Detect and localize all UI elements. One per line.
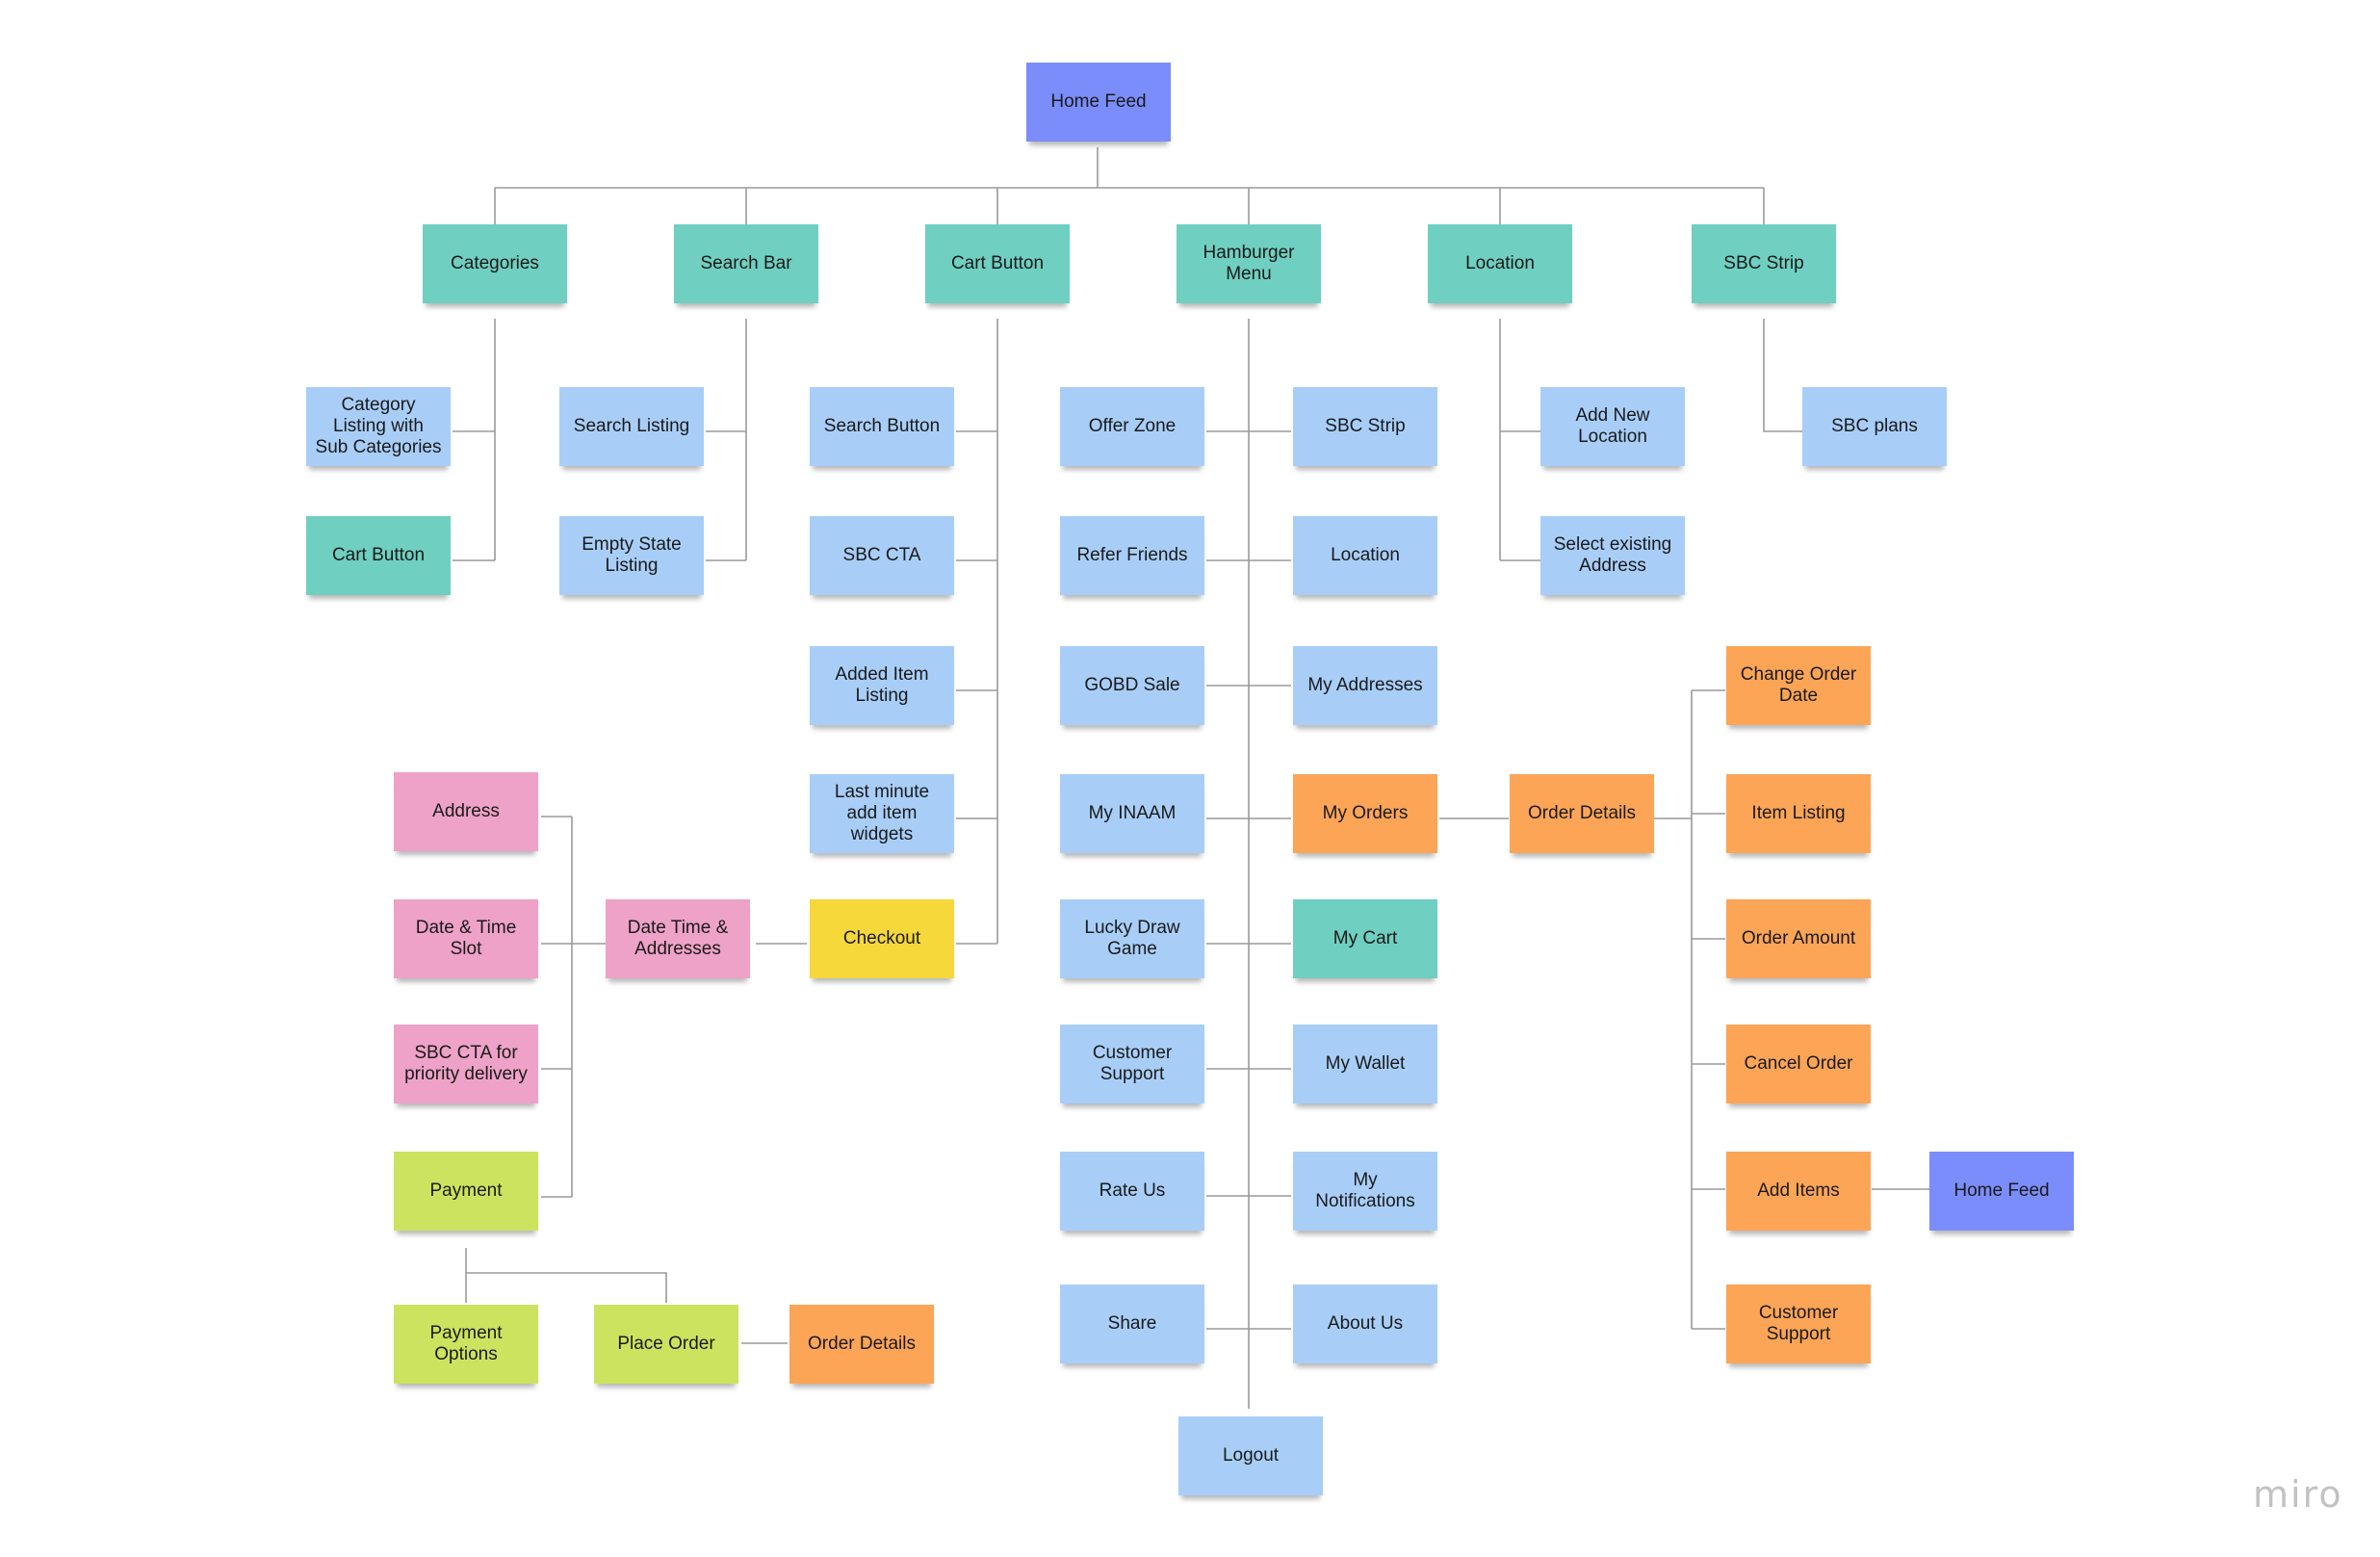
note-my-inaam[interactable]: My INAAM bbox=[1060, 774, 1204, 853]
note-logout[interactable]: Logout bbox=[1178, 1416, 1323, 1495]
note-sbc-strip[interactable]: SBC Strip bbox=[1692, 224, 1836, 303]
note-add-items-home-feed[interactable]: Home Feed bbox=[1929, 1152, 2074, 1231]
note-my-addresses[interactable]: My Addresses bbox=[1293, 646, 1437, 725]
note-empty-state-listing[interactable]: Empty State Listing bbox=[559, 516, 704, 595]
note-sbc-cta-priority[interactable]: SBC CTA for priority delivery bbox=[394, 1025, 538, 1103]
note-sbc-cta[interactable]: SBC CTA bbox=[810, 516, 954, 595]
note-select-existing-address[interactable]: Select existing Address bbox=[1540, 516, 1685, 595]
note-gobd-sale[interactable]: GOBD Sale bbox=[1060, 646, 1204, 725]
note-add-new-location[interactable]: Add New Location bbox=[1540, 387, 1685, 466]
note-rate-us[interactable]: Rate Us bbox=[1060, 1152, 1204, 1231]
note-checkout[interactable]: Checkout bbox=[810, 899, 954, 978]
note-change-order-date[interactable]: Change Order Date bbox=[1726, 646, 1871, 725]
miro-watermark: miro bbox=[2253, 1473, 2343, 1516]
note-search-listing[interactable]: Search Listing bbox=[559, 387, 704, 466]
note-checkout-order-details[interactable]: Order Details bbox=[789, 1305, 934, 1384]
note-last-minute-widgets[interactable]: Last minute add item widgets bbox=[810, 774, 954, 853]
note-date-time-slot[interactable]: Date & Time Slot bbox=[394, 899, 538, 978]
note-cancel-order[interactable]: Cancel Order bbox=[1726, 1025, 1871, 1103]
note-my-notifications[interactable]: My Notifications bbox=[1293, 1152, 1437, 1231]
note-cart-button[interactable]: Cart Button bbox=[925, 224, 1070, 303]
note-home-feed[interactable]: Home Feed bbox=[1026, 63, 1171, 142]
note-payment-options[interactable]: Payment Options bbox=[394, 1305, 538, 1384]
note-add-items[interactable]: Add Items bbox=[1726, 1152, 1871, 1231]
note-share[interactable]: Share bbox=[1060, 1285, 1204, 1363]
note-categories[interactable]: Categories bbox=[423, 224, 567, 303]
note-added-item-listing[interactable]: Added Item Listing bbox=[810, 646, 954, 725]
note-search-bar[interactable]: Search Bar bbox=[674, 224, 818, 303]
note-search-button[interactable]: Search Button bbox=[810, 387, 954, 466]
note-menu-location[interactable]: Location bbox=[1293, 516, 1437, 595]
note-sbc-plans[interactable]: SBC plans bbox=[1802, 387, 1947, 466]
note-date-time-addresses[interactable]: Date Time & Addresses bbox=[606, 899, 750, 978]
note-about-us[interactable]: About Us bbox=[1293, 1285, 1437, 1363]
note-categories-cart-button[interactable]: Cart Button bbox=[306, 516, 451, 595]
note-customer-support[interactable]: Customer Support bbox=[1060, 1025, 1204, 1103]
note-payment[interactable]: Payment bbox=[394, 1152, 538, 1231]
note-order-amount[interactable]: Order Amount bbox=[1726, 899, 1871, 978]
note-my-cart[interactable]: My Cart bbox=[1293, 899, 1437, 978]
connector bbox=[466, 1272, 667, 1303]
note-order-customer-support[interactable]: Customer Support bbox=[1726, 1285, 1871, 1363]
note-lucky-draw-game[interactable]: Lucky Draw Game bbox=[1060, 899, 1204, 978]
note-location[interactable]: Location bbox=[1428, 224, 1572, 303]
note-my-wallet[interactable]: My Wallet bbox=[1293, 1025, 1437, 1103]
note-order-details[interactable]: Order Details bbox=[1510, 774, 1654, 853]
note-category-listing[interactable]: Category Listing with Sub Categories bbox=[306, 387, 451, 466]
note-place-order[interactable]: Place Order bbox=[594, 1305, 738, 1384]
note-hamburger-menu[interactable]: Hamburger Menu bbox=[1177, 224, 1321, 303]
note-my-orders[interactable]: My Orders bbox=[1293, 774, 1437, 853]
note-address[interactable]: Address bbox=[394, 772, 538, 851]
connector bbox=[1763, 319, 1802, 432]
note-item-listing[interactable]: Item Listing bbox=[1726, 774, 1871, 853]
note-refer-friends[interactable]: Refer Friends bbox=[1060, 516, 1204, 595]
note-menu-sbc-strip[interactable]: SBC Strip bbox=[1293, 387, 1437, 466]
note-offer-zone[interactable]: Offer Zone bbox=[1060, 387, 1204, 466]
